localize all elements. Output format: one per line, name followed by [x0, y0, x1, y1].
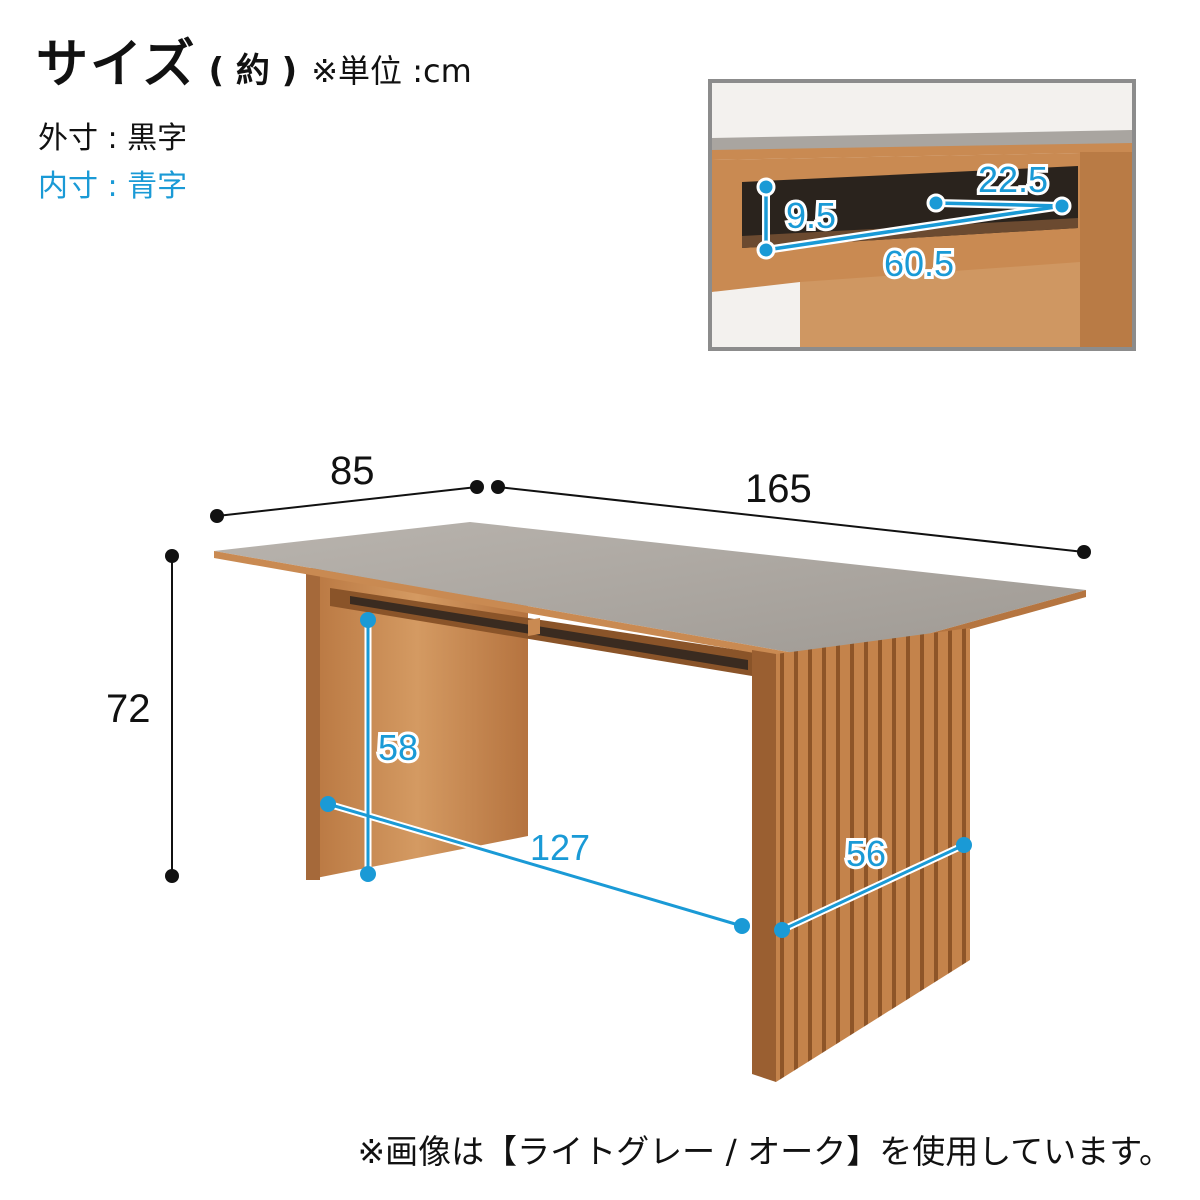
page-title: サイズ [36, 35, 197, 95]
dim-point [956, 837, 972, 853]
dim-point [360, 866, 376, 882]
approx-label: ( 約 ) [208, 51, 298, 91]
inset-point [756, 177, 776, 197]
footer-note: ※画像は【ライトグレー / オーク】を使用しています。 [357, 1132, 1172, 1171]
legend-outer: 外寸 : 黒字 [38, 121, 188, 156]
inset-point [1052, 196, 1072, 216]
dim-point [1077, 545, 1091, 559]
table-illustration [214, 522, 1086, 1082]
inner-height-label: 58 [378, 727, 418, 768]
inset-point [756, 240, 776, 260]
dim-point [360, 612, 376, 628]
left-leg [306, 568, 528, 880]
right-leg [776, 628, 970, 1082]
dim-point [774, 922, 790, 938]
dim-point [210, 509, 224, 523]
outer-dimensions: 85 165 72 [106, 449, 1091, 883]
title-block: サイズ ( 約 ) ※単位 :cm [36, 22, 472, 97]
dim-point [491, 480, 505, 494]
inset-height-label: 9.5 [786, 195, 836, 236]
dim-point [165, 869, 179, 883]
inner-dimensions: 58 127 56 [320, 612, 972, 938]
unit-note: ※単位 :cm [311, 52, 472, 90]
inset-width-label: 60.5 [884, 243, 954, 284]
inset-depth-label: 22.5 [978, 159, 1048, 200]
legend-inner: 内寸 : 青字 [38, 169, 188, 204]
outer-height-label: 72 [106, 687, 151, 731]
inner-span-label: 127 [530, 827, 590, 868]
inset-detail: 9.5 22.5 60.5 [708, 79, 1136, 351]
dim-point [470, 480, 484, 494]
dim-point [320, 796, 336, 812]
inset-frame [708, 79, 1136, 351]
right-leg-side [752, 650, 776, 1082]
inner-leg-width-label: 56 [846, 833, 886, 874]
dim-point [734, 918, 750, 934]
outer-width-label: 165 [745, 467, 812, 511]
table-top [214, 522, 1086, 660]
inset-point [926, 193, 946, 213]
dim-point [165, 549, 179, 563]
outer-depth-label: 85 [330, 449, 375, 493]
